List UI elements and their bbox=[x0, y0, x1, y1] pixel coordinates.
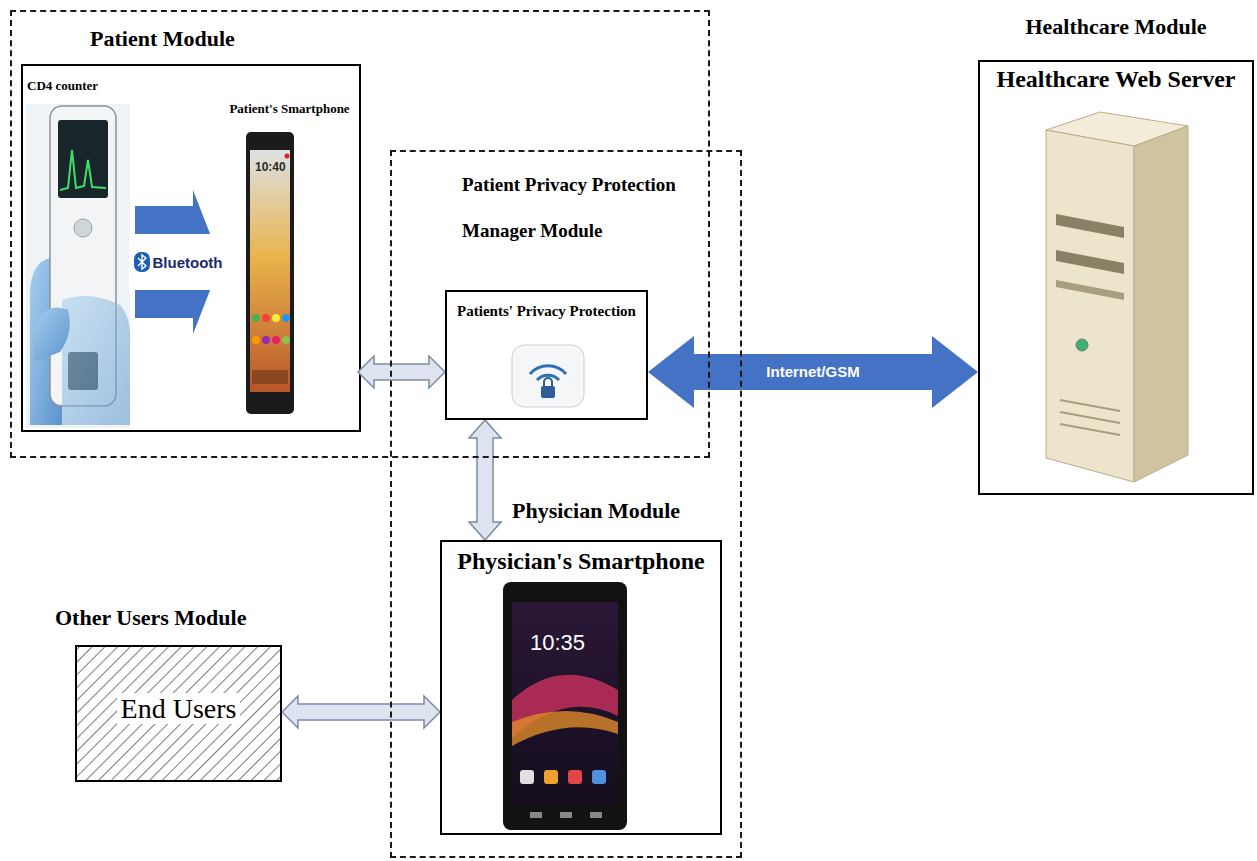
module-heading: Other Users Module bbox=[55, 605, 246, 630]
box-title: End Users bbox=[117, 693, 241, 724]
module-heading: Patient Module bbox=[90, 26, 235, 51]
edge-label-text: Bluetooth bbox=[153, 254, 223, 271]
bluetooth-icon bbox=[134, 252, 150, 272]
text-holder: Healthcare Web Server bbox=[980, 66, 1252, 93]
text-holder: Other Users Module bbox=[55, 605, 246, 631]
device-caption: CD4 counter bbox=[27, 78, 98, 93]
text-holder: Patient Module bbox=[90, 26, 235, 52]
device-item: Patient's Smartphone bbox=[221, 95, 358, 425]
text-holder: End Users bbox=[77, 693, 280, 725]
hollow-arrow bbox=[358, 356, 445, 388]
edge-label: Internet/GSM bbox=[762, 363, 863, 381]
box-title: Patients' Privacy Protection bbox=[457, 303, 636, 319]
text-holder: Patients' Privacy Protection bbox=[447, 302, 646, 320]
process-box: Other Users ModuleEnd Users bbox=[75, 645, 282, 782]
hollow-arrow bbox=[469, 420, 501, 540]
device-item: CD4 counter bbox=[25, 70, 135, 425]
module-heading: Patient Privacy Protection Manager Modul… bbox=[462, 174, 676, 241]
privacy-lock-icon bbox=[512, 345, 584, 407]
module-heading: Healthcare Module bbox=[1025, 14, 1206, 39]
process-box: Healthcare ModuleHealthcare Web Server bbox=[978, 60, 1254, 495]
cd4-counter-illustration bbox=[26, 104, 130, 428]
screen-clock-holder: 10:35 bbox=[530, 630, 585, 656]
text-holder: Patient Privacy Protection Manager Modul… bbox=[462, 162, 677, 254]
edge-label: Bluetooth bbox=[129, 234, 228, 290]
edge-label-text: Internet/GSM bbox=[766, 363, 859, 380]
module-heading: Physician Module bbox=[512, 498, 680, 523]
patient-phone-illustration bbox=[246, 132, 294, 414]
text-holder: Physician's Smartphone bbox=[442, 548, 720, 575]
patient-device-frame bbox=[22, 65, 360, 431]
module-region: CD4 counterPatient's Smartphone Patient M… bbox=[10, 10, 710, 458]
device-caption: Patient's Smartphone bbox=[229, 101, 349, 116]
text-holder: Patient's Smartphone bbox=[221, 99, 358, 117]
screen-clock: 10:40 bbox=[255, 160, 286, 174]
box-title: Healthcare Web Server bbox=[996, 66, 1235, 92]
block-arrow bbox=[648, 336, 978, 408]
text-holder: Physician Module bbox=[512, 498, 680, 524]
box-title: Physician's Smartphone bbox=[457, 548, 704, 574]
screen-clock-holder: 10:40 bbox=[255, 157, 286, 175]
screen-clock: 10:35 bbox=[530, 630, 585, 655]
hollow-arrow bbox=[282, 696, 440, 728]
web-server-illustration bbox=[1046, 112, 1188, 482]
physician-phone-illustration bbox=[503, 582, 627, 830]
text-holder: CD4 counter bbox=[27, 76, 98, 94]
process-box: Patients' Privacy Protection bbox=[445, 290, 648, 420]
module-region: Patients' Privacy ProtectionPhysician Mo… bbox=[390, 150, 742, 858]
process-box: Physician ModulePhysician's Smartphone bbox=[440, 540, 722, 835]
text-holder: Healthcare Module bbox=[980, 14, 1252, 40]
hatched-fill bbox=[77, 647, 280, 780]
